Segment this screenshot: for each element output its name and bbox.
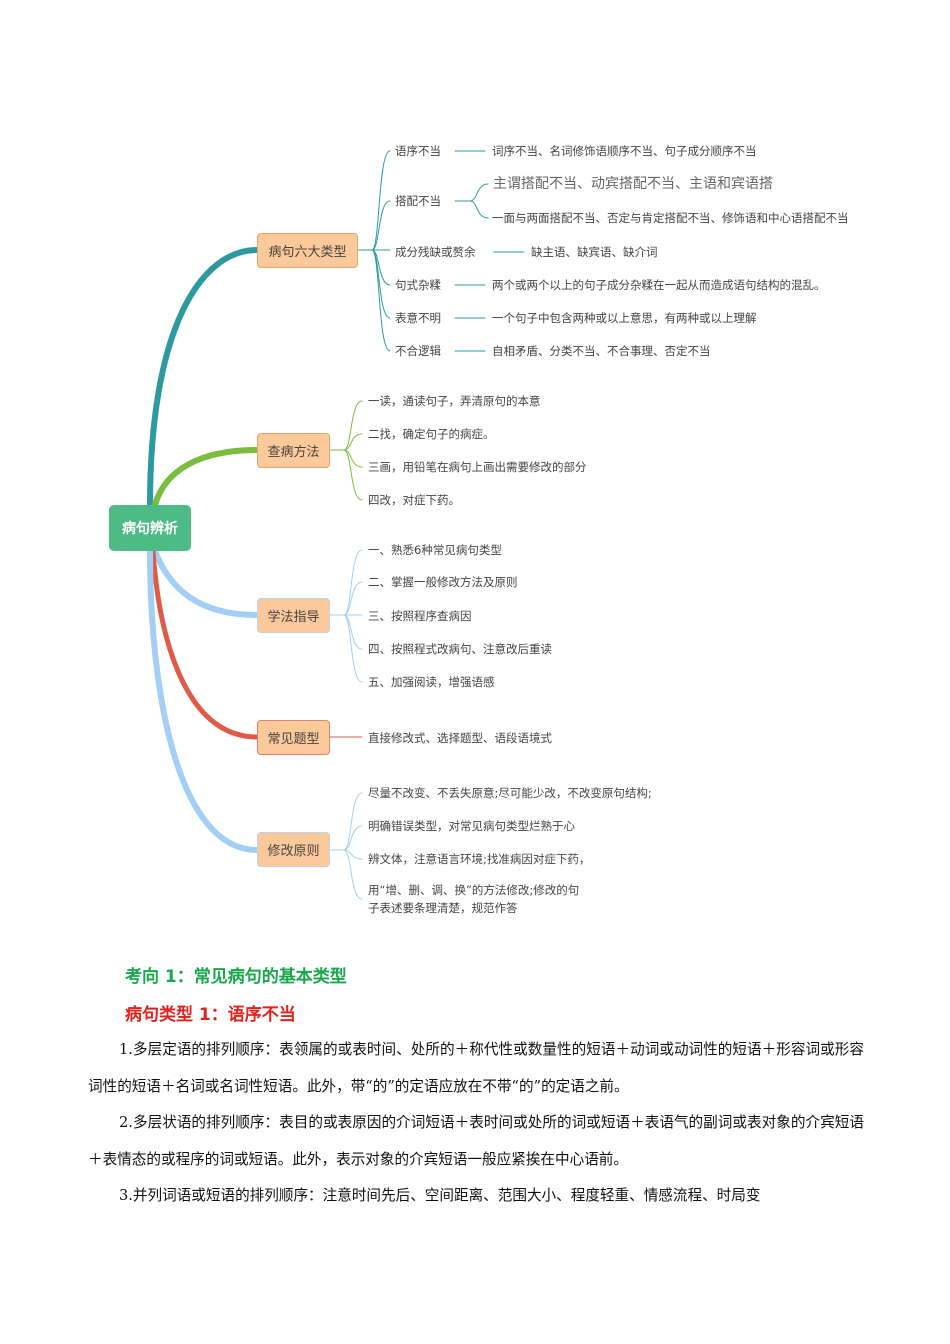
type-detail: 词序不当、名词修饰语顺序不当、句子成分顺序不当	[492, 144, 757, 158]
mindmap-connectors	[147, 150, 525, 900]
type-name: 句式杂糅	[395, 278, 441, 292]
check-item: 二找，确定句子的病症。	[368, 427, 495, 441]
paragraph: 3.并列词语或短语的排列顺序：注意时间先后、空间距离、范围大小、程度轻重、情感流…	[119, 1187, 761, 1204]
branch-common	[150, 548, 260, 740]
study-item: 四、按照程式改病句、注意改后重读	[368, 642, 552, 656]
branch-study	[152, 548, 260, 618]
node-types: 病句六大类型	[257, 233, 358, 268]
principle-item: 用“增、删、调、换”的方法修改;修改的句	[368, 883, 580, 897]
study-item: 二、掌握一般修改方法及原则	[368, 575, 518, 589]
check-item: 三画，用铅笔在病句上画出需要修改的部分	[368, 460, 587, 474]
type-detail: 缺主语、缺宾语、缺介词	[531, 245, 658, 259]
principle-item: 辨文体，注意语言环境;找准病因对症下药，	[368, 852, 591, 866]
node-check: 查病方法	[257, 433, 330, 468]
type-name: 语序不当	[395, 144, 441, 158]
study-item: 三、按照程序查病因	[368, 609, 472, 623]
node-common: 常见题型	[257, 720, 330, 755]
check-item: 一读，通读句子，弄清原句的本意	[368, 394, 541, 408]
paragraph: 2.多层状语的排列顺序：表目的或表原因的介词短语＋表时间或处所的词或短语＋表语气…	[88, 1114, 864, 1168]
study-item: 五、加强阅读，增强语感	[368, 675, 495, 689]
principle-item: 子表述要条理清楚，规范作答	[368, 901, 518, 915]
section-subheading: 病句类型 1：语序不当	[125, 1005, 296, 1025]
branch-principle	[147, 548, 260, 853]
common-item: 直接修改式、选择题型、语段语境式	[368, 731, 552, 745]
type-name: 表意不明	[395, 311, 441, 325]
branch-check	[152, 447, 260, 508]
type-name: 不合逻辑	[395, 344, 441, 358]
mindmap-root-node: 病句辨析	[109, 505, 191, 551]
type-detail: 两个或两个以上的句子成分杂糅在一起从而造成语句结构的混乱。	[492, 278, 826, 292]
node-principle: 修改原则	[257, 832, 330, 867]
type-detail: 自相矛盾、分类不当、不合事理、否定不当	[492, 344, 711, 358]
section-heading: 考向 1：常见病句的基本类型	[125, 967, 347, 987]
type-detail: 主谓搭配不当、动宾搭配不当、主语和宾语搭	[493, 176, 773, 192]
type-detail: 一个句子中包含两种或以上意思，有两种或以上理解	[492, 311, 757, 325]
branch-types	[147, 247, 260, 508]
principle-item: 明确错误类型，对常见病句类型烂熟于心	[368, 819, 575, 833]
type-name: 成分残缺或赘余	[395, 245, 476, 259]
check-item: 四改，对症下药。	[368, 493, 460, 507]
type-detail: 一面与两面搭配不当、否定与肯定搭配不当、修饰语和中心语搭配不当	[492, 211, 849, 225]
node-study: 学法指导	[257, 598, 330, 633]
type-name: 搭配不当	[395, 194, 441, 208]
principle-item: 尽量不改变、不丢失原意;尽可能少改，不改变原句结构;	[368, 786, 652, 800]
study-item: 一、熟悉6种常见病句类型	[368, 543, 502, 557]
paragraph: 1.多层定语的排列顺序：表领属的或表时间、处所的＋称代性或数量性的短语＋动词或动…	[88, 1041, 864, 1095]
